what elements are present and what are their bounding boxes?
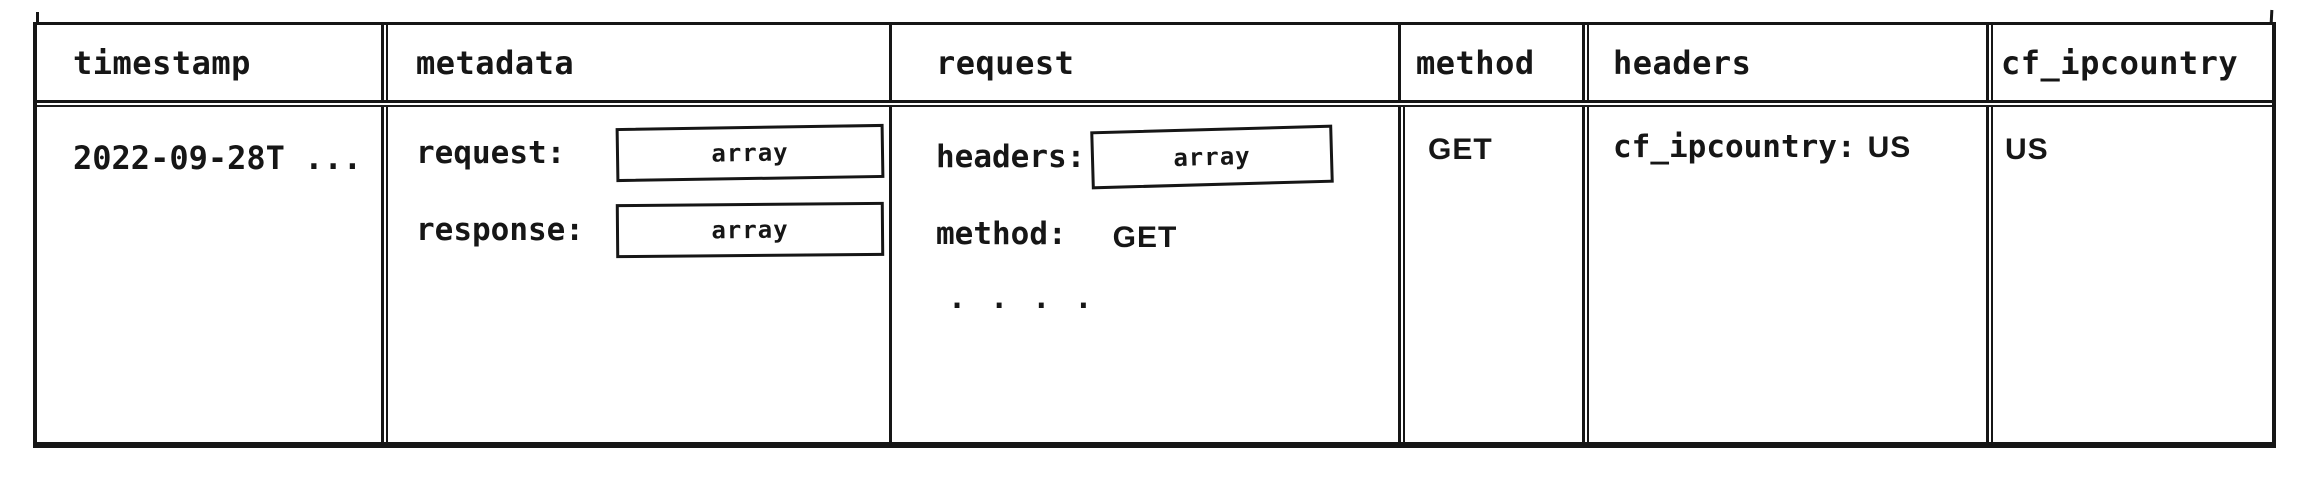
column-header-label: method (1416, 43, 1535, 82)
column-header-label: metadata (416, 43, 575, 82)
cell-cf-ipcountry: US (1986, 107, 2272, 442)
request-key: headers: (936, 139, 1086, 175)
column-header-metadata: metadata (381, 25, 889, 100)
log-schema-table: timestamp metadata request method header… (33, 22, 2276, 448)
timestamp-value: 2022-09-28T ... (73, 139, 362, 177)
column-header-method: method (1398, 25, 1582, 100)
array-label: array (1173, 141, 1252, 173)
array-box: array (615, 123, 885, 183)
headers-value: US (1867, 131, 1912, 164)
cell-metadata: request: array response: array (381, 107, 889, 442)
request-method-value: GET (1112, 221, 1178, 254)
column-header-timestamp: timestamp (37, 25, 381, 100)
cell-timestamp: 2022-09-28T ... (37, 107, 381, 442)
header-separator-line (37, 100, 2272, 107)
metadata-key: request: (416, 135, 566, 171)
request-entry-method: method: GET (936, 204, 1398, 264)
cf-ipcountry-value: US (2005, 133, 2049, 166)
column-header-request: request (889, 25, 1398, 100)
array-box: array (615, 201, 885, 259)
column-header-label: request (936, 43, 1075, 82)
table-header-row: timestamp metadata request method header… (37, 25, 2272, 100)
metadata-entry-response: response: array (416, 200, 889, 260)
array-label: array (711, 215, 789, 245)
metadata-key: response: (416, 212, 584, 248)
column-header-label: cf_ipcountry (2001, 43, 2239, 82)
method-value: GET (1428, 133, 1493, 166)
column-header-cf-ipcountry: cf_ipcountry (1986, 25, 2272, 100)
hand-drawn-tick (36, 12, 39, 26)
headers-entry: cf_ipcountry: US (1613, 129, 1986, 165)
column-header-headers: headers (1582, 25, 1986, 100)
column-header-label: timestamp (73, 43, 251, 82)
request-key: method: (936, 216, 1067, 252)
array-box: array (1090, 124, 1335, 190)
cell-headers: cf_ipcountry: US (1582, 107, 1986, 442)
truncation-dots: . . . . (948, 281, 1096, 316)
table-data-row: 2022-09-28T ... request: array response:… (37, 107, 2272, 442)
cell-request: headers: array method: GET . . . . (889, 107, 1398, 442)
headers-key: cf_ipcountry: (1613, 129, 1856, 165)
metadata-entry-request: request: array (416, 123, 889, 183)
array-label: array (711, 138, 789, 168)
request-entry-headers: headers: array (936, 124, 1398, 190)
column-header-label: headers (1613, 43, 1752, 82)
cell-method: GET (1398, 107, 1582, 442)
